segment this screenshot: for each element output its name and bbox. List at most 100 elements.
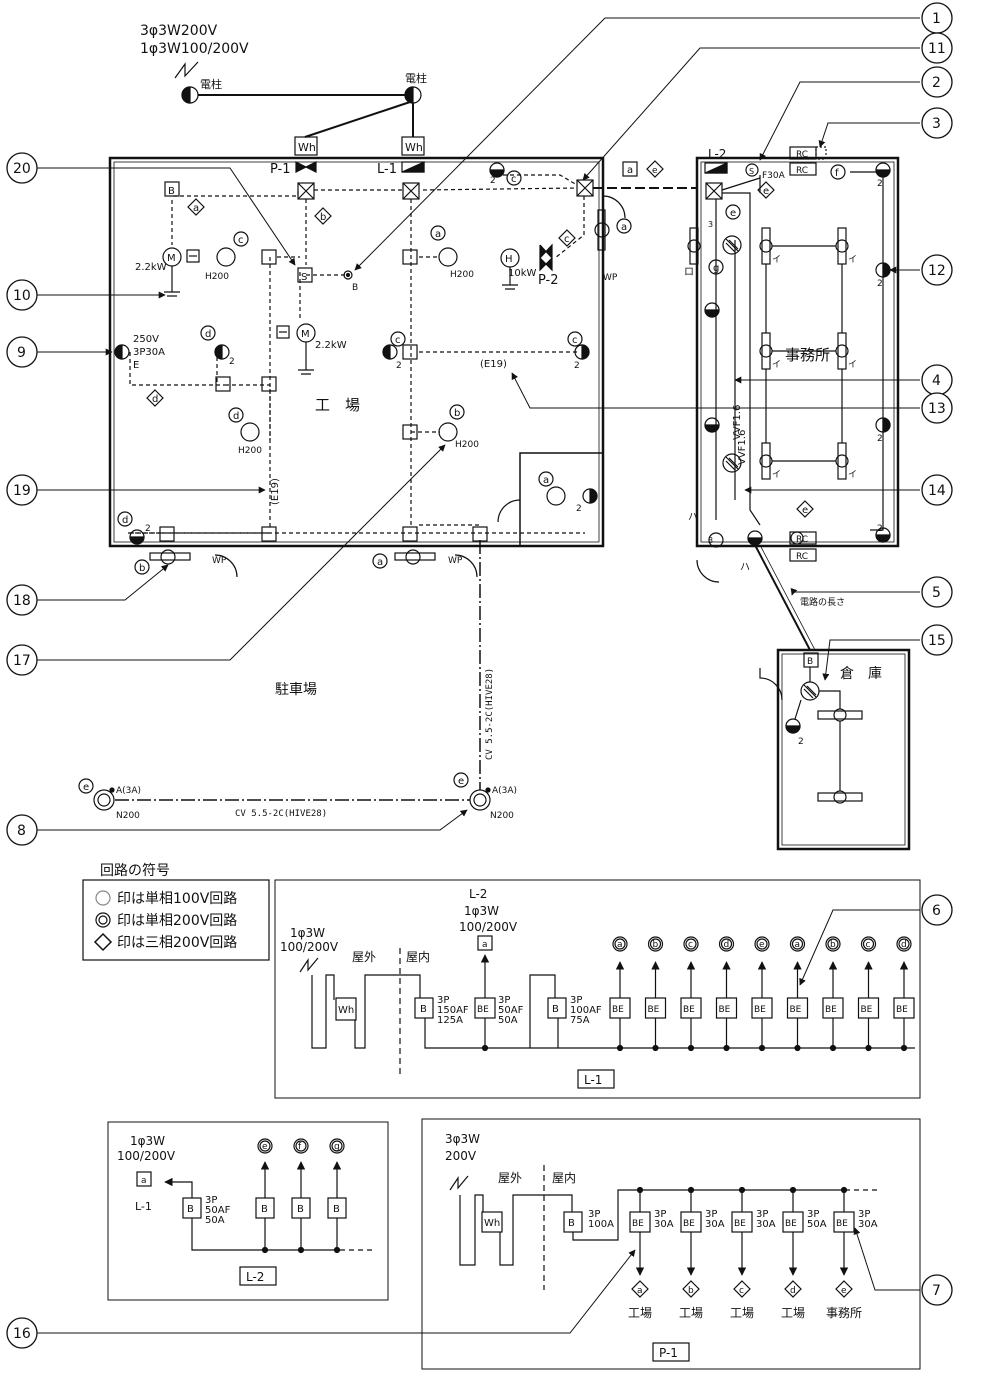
svg-text:M: M bbox=[301, 329, 310, 340]
legend-title: 回路の符号 bbox=[100, 863, 170, 879]
svg-text:g: g bbox=[713, 263, 719, 274]
branch-breaker-label: BE bbox=[785, 1219, 797, 1229]
legend: 回路の符号 印は単相100V回路 印は単相200V回路 印は三相200V回路 bbox=[82, 863, 270, 961]
svg-text:e: e bbox=[763, 186, 769, 197]
circuit-marker bbox=[329, 1138, 345, 1154]
circuit-letter: a bbox=[795, 940, 801, 950]
disconnect-icon bbox=[186, 249, 200, 263]
cable-label-vertical: CV 5.5-2C(HIVE28) bbox=[485, 668, 495, 760]
circuit-marker bbox=[647, 936, 664, 952]
svg-text:A(3A): A(3A) bbox=[116, 786, 141, 796]
svg-text:a: a bbox=[482, 940, 488, 950]
office-building: 事務所 L-2 RC RC S F30A RC RC bbox=[684, 146, 900, 583]
svg-text:d: d bbox=[152, 394, 158, 405]
circuit-marker bbox=[835, 1280, 853, 1298]
svg-text:3: 3 bbox=[708, 536, 713, 545]
branch-spec: 3P bbox=[858, 1209, 870, 1220]
branch-breaker-label: BE bbox=[719, 1005, 731, 1015]
svg-text:b: b bbox=[320, 212, 326, 223]
svg-text:M: M bbox=[167, 253, 176, 264]
l1-single-line-diagram: 1φ3W 100/200V L-2 1φ3W 100/200V a 屋外 屋内 … bbox=[274, 879, 921, 1099]
svg-text:2: 2 bbox=[877, 524, 883, 534]
svg-text:c: c bbox=[511, 174, 517, 185]
svg-text:13: 13 bbox=[928, 401, 946, 417]
svg-text:3P: 3P bbox=[437, 995, 449, 1006]
factory-building: 工 場 P-1 L-1 bbox=[108, 156, 626, 578]
svg-text:17: 17 bbox=[13, 653, 31, 669]
svg-text:Wh: Wh bbox=[405, 141, 423, 154]
svg-text:e: e bbox=[730, 208, 736, 219]
circuit-letter: a bbox=[617, 940, 623, 950]
svg-text:d: d bbox=[205, 329, 211, 340]
svg-text:a: a bbox=[621, 222, 627, 233]
svg-text:ロ: ロ bbox=[684, 267, 694, 278]
svg-text:印は単相100V回路: 印は単相100V回路 bbox=[117, 891, 237, 907]
power-panel-p2-icon bbox=[539, 243, 553, 272]
svg-text:F30A: F30A bbox=[762, 171, 786, 181]
circuit-letter: c bbox=[688, 940, 693, 950]
branch-breaker-label: BE bbox=[632, 1219, 644, 1229]
switch-box bbox=[297, 267, 313, 283]
l2-single-line-diagram: 1φ3W 100/200V a L-1 B 3P 50AF 50A BeBfBg… bbox=[107, 1121, 389, 1301]
svg-text:50AF: 50AF bbox=[205, 1205, 231, 1216]
branch-breaker-label: BE bbox=[825, 1005, 837, 1015]
circuit-letter: e bbox=[841, 1286, 847, 1296]
svg-text:16: 16 bbox=[13, 1326, 31, 1342]
svg-text:c: c bbox=[395, 335, 401, 346]
diagram-name-l1: L-1 bbox=[584, 1073, 602, 1087]
branch-spec: 30A bbox=[654, 1219, 674, 1230]
svg-text:125A: 125A bbox=[437, 1015, 463, 1026]
circuit-marker bbox=[733, 1280, 751, 1298]
svg-text:B: B bbox=[168, 186, 175, 197]
svg-text:3: 3 bbox=[932, 116, 941, 132]
panel-label-p1: P-1 bbox=[270, 162, 291, 177]
svg-text:B: B bbox=[420, 1004, 427, 1015]
power-panel-p1-icon bbox=[295, 161, 317, 173]
svg-text:印は三相200V回路: 印は三相200V回路 bbox=[117, 935, 237, 951]
svg-text:d: d bbox=[122, 515, 128, 526]
branch-breaker-label: BE bbox=[754, 1005, 766, 1015]
svg-text:H200: H200 bbox=[450, 270, 474, 280]
heater-rating: 10kW bbox=[508, 268, 537, 279]
svg-text:B: B bbox=[552, 1004, 559, 1015]
motor-rating: 2.2kW bbox=[135, 262, 167, 273]
branch-spec: 3P bbox=[807, 1209, 819, 1220]
pole-label: 電柱 bbox=[200, 77, 222, 91]
cable-label: VVF1.6 bbox=[732, 405, 743, 440]
circuit-letter: c bbox=[739, 1286, 744, 1296]
svg-text:a: a bbox=[193, 203, 199, 214]
circuit-marker bbox=[631, 1280, 649, 1298]
svg-text:20: 20 bbox=[13, 161, 31, 177]
room-label-warehouse: 倉 庫 bbox=[840, 665, 882, 682]
branch-breaker-label: BE bbox=[612, 1005, 624, 1015]
service-supply: 3φ3W200V 1φ3W100/200V 電柱 電柱 Wh Wh bbox=[140, 23, 427, 156]
conduit-label: (E19) bbox=[480, 359, 507, 370]
branch-spec: 30A bbox=[756, 1219, 776, 1230]
circuit-marker bbox=[293, 1138, 309, 1154]
svg-text:a: a bbox=[627, 165, 633, 176]
svg-text:b: b bbox=[139, 563, 145, 574]
branch-breaker-label: B bbox=[333, 1204, 340, 1215]
svg-text:2: 2 bbox=[145, 524, 151, 534]
factory-wiring bbox=[128, 174, 585, 534]
svg-text:9: 9 bbox=[17, 345, 26, 361]
branch-spec: 3P bbox=[756, 1209, 768, 1220]
svg-text:3P30A: 3P30A bbox=[133, 347, 165, 358]
svg-text:e: e bbox=[802, 505, 808, 516]
circuit-letter: f bbox=[298, 1142, 302, 1152]
svg-text:c: c bbox=[572, 335, 578, 346]
p1-single-line-diagram: 3φ3W 200V 屋外 屋内 Wh B 3P 100A BE3P30Aa工場B… bbox=[421, 1118, 921, 1370]
svg-text:1φ3W: 1φ3W bbox=[290, 926, 325, 940]
circuit-marker bbox=[860, 936, 877, 952]
svg-text:b: b bbox=[454, 408, 460, 419]
svg-text:100/200V: 100/200V bbox=[117, 1149, 176, 1163]
svg-text:4: 4 bbox=[932, 373, 941, 389]
svg-text:2: 2 bbox=[877, 179, 883, 189]
svg-text:150AF: 150AF bbox=[437, 1005, 469, 1016]
svg-text:Wh: Wh bbox=[484, 1218, 500, 1229]
svg-text:1: 1 bbox=[932, 11, 941, 27]
svg-text:イ: イ bbox=[848, 255, 857, 265]
cable-label: VVF1.6 bbox=[737, 430, 748, 465]
circuit-letter: c bbox=[866, 940, 871, 950]
svg-text:3P: 3P bbox=[498, 995, 510, 1006]
